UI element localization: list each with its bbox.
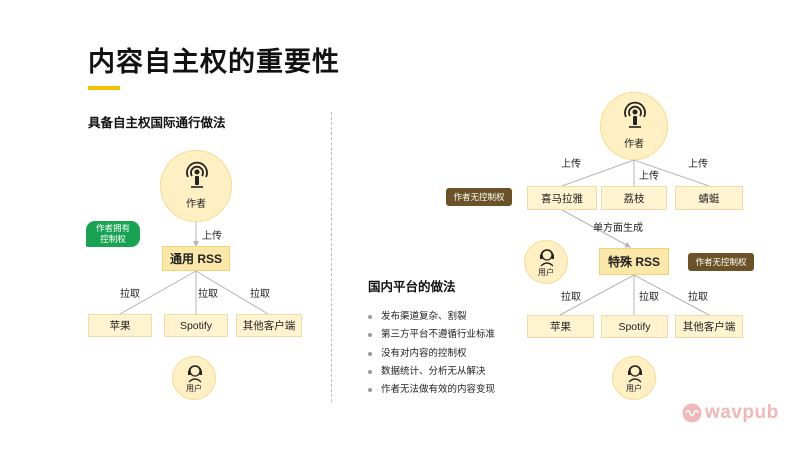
left-client-others: 其他客户端 — [236, 314, 302, 337]
title-underline — [88, 86, 120, 90]
left-pull-label-3: 拉取 — [250, 289, 270, 300]
left-client-spotify: Spotify — [164, 314, 228, 337]
right-rss-to-apple — [559, 274, 635, 316]
list-item: 没有对内容的控制权 — [368, 345, 495, 363]
right-client-others: 其他客户端 — [675, 315, 743, 338]
right-rss-to-others — [633, 274, 710, 316]
left-rss-to-others — [195, 270, 269, 315]
right-upload-label-2: 上传 — [639, 171, 659, 182]
left-author-node: 作者 — [160, 150, 232, 222]
sound-wave-icon — [682, 403, 702, 423]
list-item: 数据统计、分析无从解决 — [368, 363, 495, 381]
right-user-label-bottom: 用户 — [626, 384, 642, 393]
right-no-control-tag-1: 作者无控制权 — [446, 188, 512, 206]
headphone-user-icon — [628, 365, 642, 383]
right-rss-node: 特殊 RSS — [599, 248, 669, 275]
left-client-apple: 苹果 — [88, 314, 152, 337]
left-heading: 具备自主权国际通行做法 — [88, 116, 226, 130]
list-item: 发布渠道复杂、割裂 — [368, 308, 495, 326]
right-author-to-ximalaya — [561, 159, 635, 187]
wavpub-logo: wavpub — [682, 402, 779, 424]
right-client-apple: 苹果 — [527, 315, 594, 338]
left-control-tag: 作者拥有 控制权 — [86, 221, 140, 247]
platform-ximalaya: 喜马拉雅 — [527, 186, 597, 210]
headphone-user-icon — [188, 365, 202, 383]
left-pull-label-1: 拉取 — [120, 289, 140, 300]
right-upload-label-3: 上传 — [688, 159, 708, 170]
left-rss-to-apple — [119, 270, 197, 315]
page-title: 内容自主权的重要性 — [88, 47, 340, 77]
podcast-icon — [624, 101, 646, 128]
right-generate-label: 单方面生成 — [593, 223, 643, 234]
right-client-spotify: Spotify — [601, 315, 668, 338]
list-item: 第三方平台不遵循行业标准 — [368, 326, 495, 344]
list-item: 作者无法做有效的内容变现 — [368, 381, 495, 399]
right-no-control-tag-2: 作者无控制权 — [688, 253, 754, 271]
section-divider — [331, 112, 332, 402]
right-user-node-bottom: 用户 — [612, 356, 656, 400]
right-author-to-qingting — [633, 159, 710, 187]
platform-lizhi: 荔枝 — [601, 186, 667, 210]
right-user-node-top: 用户 — [524, 240, 568, 284]
logo-text: wavpub — [705, 402, 779, 423]
podcast-icon — [186, 161, 208, 188]
left-user-node: 用户 — [172, 356, 216, 400]
right-ximalaya-to-rss — [561, 209, 631, 248]
right-author-node: 作者 — [600, 92, 668, 160]
right-pull-label-3: 拉取 — [688, 292, 708, 303]
right-pull-label-1: 拉取 — [561, 292, 581, 303]
left-user-label: 用户 — [186, 384, 202, 393]
left-author-label: 作者 — [186, 199, 206, 210]
right-user-label-top: 用户 — [538, 268, 554, 277]
left-pull-label-2: 拉取 — [198, 289, 218, 300]
right-upload-label-1: 上传 — [561, 159, 581, 170]
platform-qingting: 蜻蜓 — [675, 186, 743, 210]
right-author-label: 作者 — [624, 139, 644, 150]
domestic-heading: 国内平台的做法 — [368, 280, 456, 294]
left-upload-label: 上传 — [202, 231, 222, 242]
headphone-user-icon — [540, 249, 554, 267]
left-rss-node: 通用 RSS — [162, 246, 230, 271]
right-pull-label-2: 拉取 — [639, 292, 659, 303]
domestic-bullet-list: 发布渠道复杂、割裂 第三方平台不遵循行业标准 没有对内容的控制权 数据统计、分析… — [368, 308, 495, 399]
